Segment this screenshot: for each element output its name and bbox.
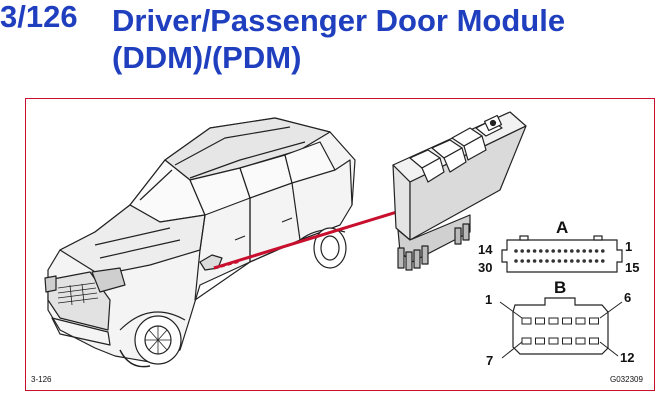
connector-a-pin xyxy=(532,249,537,253)
connector-a-pin xyxy=(576,249,580,253)
connector-a-pin xyxy=(594,259,599,263)
connector-b-pin xyxy=(589,317,599,325)
connector-a-pin xyxy=(545,249,549,253)
connector-a-pin xyxy=(551,259,555,263)
connector-a-pin xyxy=(557,249,562,253)
connector-a-pin xyxy=(576,259,580,263)
door-module-switch-illustration xyxy=(392,111,527,271)
connector-b-pin xyxy=(521,337,532,345)
illustration-frame xyxy=(25,98,655,391)
connector-a-pin xyxy=(526,249,531,253)
connector-a-pin xyxy=(588,249,593,253)
connector-a-pin xyxy=(588,259,593,263)
connector-b-pin xyxy=(548,317,559,325)
figure-code: 3-126 xyxy=(31,375,52,384)
connector-a-pin-30: 30 xyxy=(478,260,492,275)
car-illustration xyxy=(44,117,356,368)
connector-b-pin xyxy=(535,337,545,345)
connector-b-pin xyxy=(575,337,586,345)
connector-a-pin xyxy=(582,259,586,263)
connector-b-pin xyxy=(575,317,586,325)
page-title: Driver/Passenger Door Module xyxy=(112,3,566,38)
connector-a-pin xyxy=(514,249,518,253)
connector-a-pin xyxy=(563,259,568,263)
connector-b-label: B xyxy=(554,278,566,297)
connector-a-pin-1: 1 xyxy=(625,239,632,254)
connector-a-pin xyxy=(539,259,543,263)
connector-a-pin-14: 14 xyxy=(478,242,493,257)
connector-a-pin-15: 15 xyxy=(625,260,639,275)
connector-b-pin xyxy=(535,317,545,325)
connector-a-pin xyxy=(601,259,605,263)
connector-b-pin xyxy=(562,337,572,345)
connector-a-pins xyxy=(514,249,605,263)
connector-a-pin xyxy=(514,259,518,263)
door-module-leader-line xyxy=(213,206,411,270)
connector-b-pin-6: 6 xyxy=(624,290,631,305)
figure-number: 3/126 xyxy=(0,0,78,34)
connector-a-pin xyxy=(545,259,549,263)
connector-b-diagram: B 1 6 7 12 xyxy=(485,278,634,368)
connector-a-pin xyxy=(526,259,531,263)
page-subtitle: (DDM)/(PDM) xyxy=(112,40,302,75)
connector-a-pin xyxy=(582,249,586,253)
connector-b-pin xyxy=(521,317,532,325)
connector-a-pin xyxy=(539,249,543,253)
connector-a-pin xyxy=(601,249,605,253)
connector-b-pin-1: 1 xyxy=(485,292,492,307)
connector-b-pin xyxy=(589,337,599,345)
connector-a-pin xyxy=(551,249,555,253)
connector-b-pin-12: 12 xyxy=(620,350,634,365)
connector-b-pins xyxy=(521,317,599,345)
connector-b-pin xyxy=(548,337,559,345)
connector-a-diagram: A 14 1 30 15 xyxy=(478,218,639,275)
connector-a-pin xyxy=(520,259,524,263)
connector-a-pin xyxy=(570,249,574,253)
connector-a-pin xyxy=(563,249,568,253)
connector-a-pin xyxy=(570,259,574,263)
connector-a-pin xyxy=(557,259,562,263)
connector-a-pin xyxy=(532,259,537,263)
connector-a-pin xyxy=(520,249,524,253)
connector-b-pin-7: 7 xyxy=(486,353,493,368)
graphic-id: G032309 xyxy=(610,375,643,384)
connector-a-label: A xyxy=(556,218,568,237)
connector-b-pin xyxy=(562,317,572,325)
connector-a-pin xyxy=(594,249,599,253)
